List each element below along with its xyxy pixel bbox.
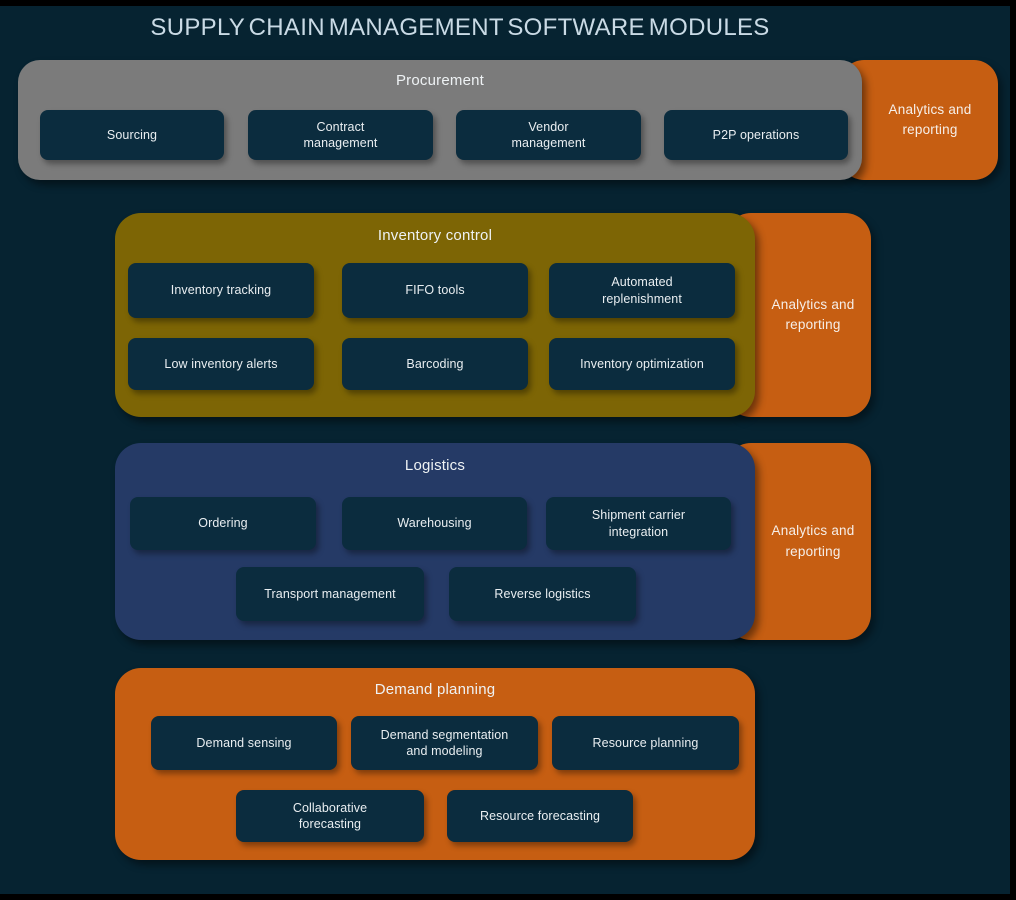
module-shipment-carrier-integration: Shipment carrier integration [546,497,731,550]
module-collaborative-forecasting: Collaborative forecasting [236,790,424,842]
section-inventory-control: Inventory control Inventory tracking FIF… [115,213,755,417]
section-demand-planning-label: Demand planning [374,681,496,698]
module-sourcing: Sourcing [40,110,224,160]
section-procurement-label: Procurement [395,72,485,89]
module-barcoding: Barcoding [342,338,528,390]
section-procurement: Procurement Sourcing Contract management… [18,60,862,180]
module-p2p-operations: P2P operations [664,110,848,160]
analytics-tab-label: Analytics and reporting [771,523,855,559]
analytics-tab-label: Analytics and reporting [771,296,855,332]
module-automated-replenishment: Automated replenishment [549,263,735,318]
module-resource-forecasting: Resource forecasting [447,790,633,842]
module-demand-sensing: Demand sensing [151,716,337,770]
module-transport-management: Transport management [236,567,424,621]
module-inventory-tracking: Inventory tracking [128,263,314,318]
page-title: SUPPLY CHAIN MANAGEMENT SOFTWARE MODULES [150,14,770,41]
module-low-inventory-alerts: Low inventory alerts [128,338,314,390]
frame-top-strip [0,0,1016,6]
module-reverse-logistics: Reverse logistics [449,567,636,621]
section-demand-planning: Demand planning Demand sensing Demand se… [115,668,755,860]
analytics-tab-procurement: Analytics and reporting [840,60,998,180]
module-contract-management: Contract management [248,110,433,160]
analytics-tab-label: Analytics and reporting [888,101,972,137]
module-ordering: Ordering [130,497,316,550]
section-logistics: Logistics Ordering Warehousing Shipment … [115,443,755,640]
section-inventory-control-label: Inventory control [377,227,493,244]
frame-right-strip [1010,0,1016,900]
module-vendor-management: Vendor management [456,110,641,160]
module-fifo-tools: FIFO tools [342,263,528,318]
module-inventory-optimization: Inventory optimization [549,338,735,390]
module-resource-planning: Resource planning [552,716,739,770]
module-demand-segmentation-modeling: Demand segmentation and modeling [351,716,538,770]
section-logistics-label: Logistics [404,457,466,474]
diagram-canvas: SUPPLY CHAIN MANAGEMENT SOFTWARE MODULES… [0,6,1010,894]
module-warehousing: Warehousing [342,497,527,550]
frame-bottom-strip [0,894,1016,900]
